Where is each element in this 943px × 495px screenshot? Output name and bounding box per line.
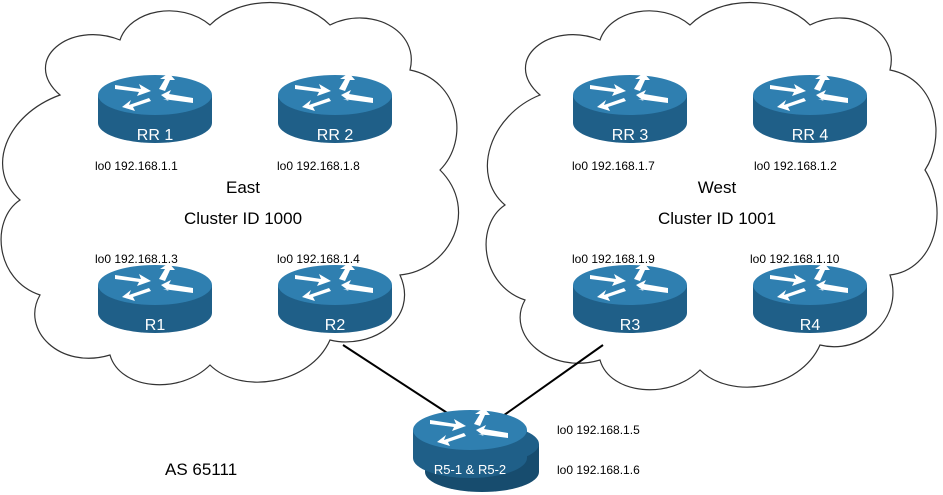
loopback-label-r3: lo0 192.168.1.9 [572, 252, 655, 266]
router-name: RR 3 [612, 127, 649, 144]
router-name: RR 1 [137, 127, 174, 144]
as-number-label: AS 65111 [165, 460, 237, 479]
loopback-label-rr1: lo0 192.168.1.1 [95, 159, 178, 173]
router-name: R4 [800, 317, 821, 334]
link-r2-r5 [342, 344, 456, 419]
loopback-label-r1: lo0 192.168.1.3 [95, 252, 178, 266]
loopback-label-rr2: lo0 192.168.1.8 [277, 159, 360, 173]
loopback-label-r4: lo0 192.168.1.10 [750, 252, 840, 266]
router-r5-stack[interactable]: R5-1 & R5-2 [413, 408, 539, 492]
router-r1[interactable]: R1 [98, 263, 212, 334]
east-cluster-id: Cluster ID 1000 [184, 209, 302, 228]
router-icon: R5-1 & R5-2 [413, 408, 527, 478]
router-name: R1 [145, 317, 166, 334]
router-rr1[interactable]: RR 1 [98, 73, 212, 144]
loopback-label-r2: lo0 192.168.1.4 [277, 252, 360, 266]
router-r2[interactable]: R2 [278, 263, 392, 334]
router-r3[interactable]: R3 [573, 263, 687, 334]
link-r3-r5 [499, 344, 604, 419]
router-name: RR 2 [317, 127, 354, 144]
router-name: RR 4 [792, 127, 829, 144]
router-name: R3 [620, 317, 641, 334]
loopback-label-r5-1: lo0 192.168.1.5 [557, 423, 640, 437]
west-cluster-name: West [698, 178, 737, 197]
router-rr4[interactable]: RR 4 [753, 73, 867, 144]
west-cluster-id: Cluster ID 1001 [658, 209, 776, 228]
router-name: R5-1 & R5-2 [434, 462, 506, 477]
east-cluster-name: East [226, 178, 260, 197]
router-rr3[interactable]: RR 3 [573, 73, 687, 144]
router-r4[interactable]: R4 [753, 263, 867, 334]
router-rr2[interactable]: RR 2 [278, 73, 392, 144]
loopback-label-rr4: lo0 192.168.1.2 [754, 159, 837, 173]
router-name: R2 [325, 317, 346, 334]
loopback-label-rr3: lo0 192.168.1.7 [572, 159, 655, 173]
loopback-label-r5-2: lo0 192.168.1.6 [557, 463, 640, 477]
